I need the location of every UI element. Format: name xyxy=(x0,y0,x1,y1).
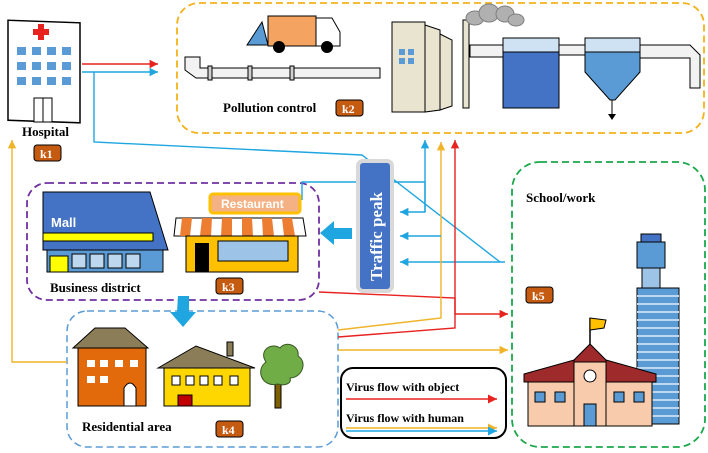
k5-badge-label: k5 xyxy=(532,289,545,303)
k1-badge-label: k1 xyxy=(40,147,53,161)
legend: Virus flow with object Virus flow with h… xyxy=(340,367,507,439)
yellow-house xyxy=(156,341,256,407)
pipe-left xyxy=(184,56,381,81)
school-work-region xyxy=(511,161,706,448)
restaurant-building xyxy=(173,192,307,273)
legend-human-label: Virus flow with human xyxy=(346,411,464,425)
treatment-plant xyxy=(469,37,701,120)
k2-badge-label: k2 xyxy=(342,102,355,116)
business-district-label: Business district xyxy=(50,280,141,295)
mall-label: Mall xyxy=(51,215,76,230)
mall-building xyxy=(42,191,169,273)
restaurant-label: Restaurant xyxy=(221,197,284,211)
tree xyxy=(260,343,304,409)
traffic-peak-label: Traffic peak xyxy=(367,192,386,281)
business-district-region xyxy=(26,182,320,301)
k4-badge xyxy=(215,420,244,438)
hospital-to-school-human xyxy=(93,72,501,263)
hospital-building xyxy=(7,19,81,124)
k4-badge-label: k4 xyxy=(222,423,235,437)
flow-lines xyxy=(7,59,508,363)
smoke-cloud xyxy=(465,3,525,27)
big-arrow-to-restaurant xyxy=(320,221,352,245)
business-to-school-object xyxy=(318,291,508,319)
k2-badge xyxy=(335,99,364,117)
residential-area-label: Residential area xyxy=(82,419,172,434)
residential-area-region xyxy=(66,310,339,448)
school-work-label: School/work xyxy=(526,190,596,205)
legend-box xyxy=(340,367,507,439)
residential-to-pollution-red xyxy=(337,140,460,338)
garbage-truck xyxy=(246,15,341,53)
factory-buildings xyxy=(391,19,470,113)
school-building xyxy=(523,317,657,427)
k3-badge xyxy=(215,277,244,295)
traffic-peak-box xyxy=(356,159,394,293)
legend-object-label: Virus flow with object xyxy=(346,380,459,394)
residential-to-hospital-human xyxy=(7,140,67,363)
pollution-control-label: Pollution control xyxy=(223,100,317,115)
k5-badge xyxy=(525,286,554,304)
k1-badge xyxy=(33,144,62,162)
residential-to-pollution-yellow xyxy=(337,238,442,331)
orange-house xyxy=(71,327,150,407)
big-arrow-to-residential xyxy=(170,296,196,327)
k3-badge-label: k3 xyxy=(222,280,235,294)
office-tower xyxy=(636,233,680,425)
hospital-label: Hospital xyxy=(22,124,69,139)
